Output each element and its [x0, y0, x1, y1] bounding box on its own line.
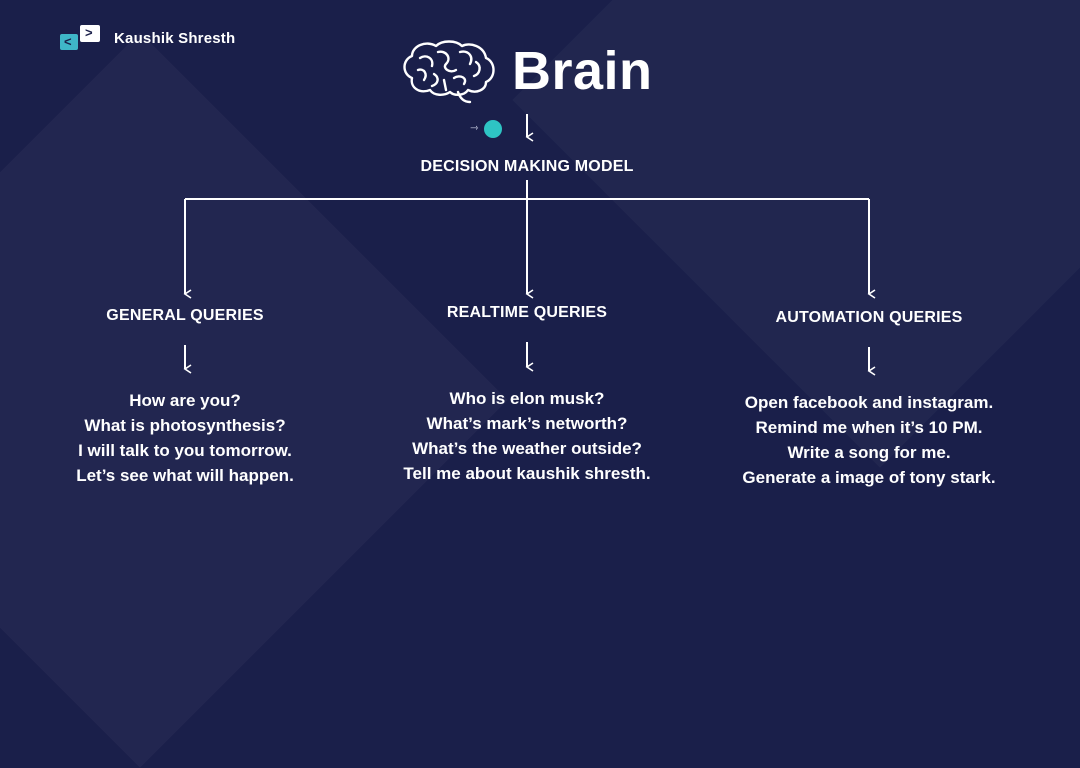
- example-item: Open facebook and instagram.: [744, 393, 994, 412]
- teal-dot-icon: [484, 120, 502, 138]
- connector-lines: [183, 114, 876, 376]
- decision-model-label: DECISION MAKING MODEL: [420, 158, 634, 175]
- example-item: What’s the weather outside?: [412, 439, 642, 458]
- example-item: What’s mark’s networth?: [426, 414, 628, 433]
- example-item: Write a song for me.: [787, 443, 951, 462]
- automation-examples: Open facebook and instagram. Remind me w…: [742, 390, 995, 490]
- example-item: Let’s see what will happen.: [76, 466, 294, 485]
- general-examples: How are you? What is photosynthesis? I w…: [76, 388, 294, 488]
- example-item: I will talk to you tomorrow.: [78, 441, 292, 460]
- brand-name: Kaushik Shresth: [114, 29, 236, 47]
- example-item: Generate a image of tony stark.: [742, 468, 996, 487]
- brand: < > Kaushik Shresth: [58, 22, 235, 54]
- realtime-examples: Who is elon musk? What’s mark’s networth…: [403, 386, 650, 486]
- branch-label-general: GENERAL QUERIES: [106, 307, 264, 324]
- code-chevrons-logo-icon: < >: [58, 23, 104, 53]
- example-item: What is photosynthesis?: [84, 416, 286, 435]
- example-item: Tell me about kaushik shresth.: [403, 464, 651, 483]
- example-item: Remind me when it’s 10 PM.: [755, 418, 983, 437]
- example-item: Who is elon musk?: [449, 389, 605, 408]
- page-title: Brain: [512, 41, 653, 101]
- input-indicator: ⇾: [470, 118, 506, 140]
- example-item: How are you?: [129, 391, 241, 410]
- brain-icon: [403, 40, 495, 104]
- branch-label-realtime: REALTIME QUERIES: [446, 304, 608, 321]
- small-arrow-icon: ⇾: [470, 123, 479, 134]
- branch-label-automation: AUTOMATION QUERIES: [775, 309, 963, 326]
- title-block: Brain: [398, 36, 653, 106]
